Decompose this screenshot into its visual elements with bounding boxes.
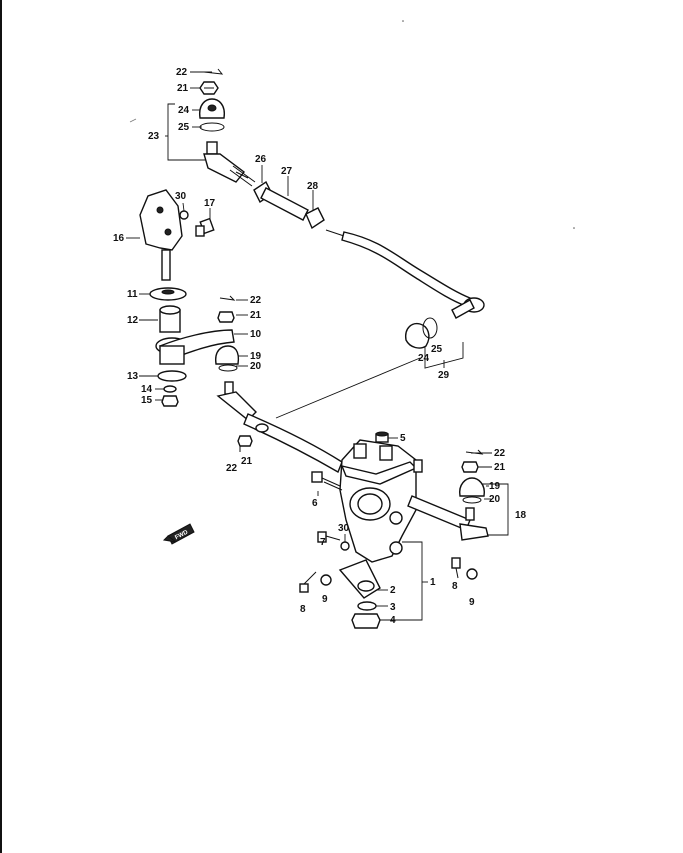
callout-24-right: 24 <box>418 353 430 364</box>
idler-bracket-16 <box>139 189 183 281</box>
callout-9-right: 9 <box>469 597 475 608</box>
washer-9-right <box>466 568 478 580</box>
callout-14: 14 <box>141 384 153 395</box>
callout-22-top: 22 <box>176 67 188 78</box>
callout-20-right: 20 <box>489 494 501 505</box>
castle-nut-21-mid <box>217 311 235 323</box>
steering-gearbox-1 <box>339 439 423 563</box>
callout-29: 29 <box>438 370 450 381</box>
callout-21-lower: 21 <box>241 456 253 467</box>
callout-21-mid: 21 <box>250 310 262 321</box>
idler-arm-10 <box>155 329 235 365</box>
clip-ring-25-top <box>199 122 225 132</box>
callout-4: 4 <box>390 615 396 626</box>
callout-22-mid: 22 <box>250 295 262 306</box>
clip-ring-20-right <box>462 496 482 504</box>
callout-3: 3 <box>390 602 396 613</box>
castle-nut-21-right <box>461 461 479 473</box>
callout-labels: 22 21 24 25 23 26 27 28 30 17 16 11 22 2… <box>113 67 527 626</box>
callout-2: 2 <box>390 585 396 596</box>
callout-16: 16 <box>113 233 125 244</box>
center-link <box>216 381 343 474</box>
bolt-7 <box>317 531 341 543</box>
washer-13 <box>157 370 187 382</box>
adjust-sleeves-26-27-28 <box>253 180 325 230</box>
tie-rod-end-23 <box>203 141 256 187</box>
castle-nut-21-lower <box>237 435 253 447</box>
callout-12: 12 <box>127 315 139 326</box>
callout-17: 17 <box>204 198 216 209</box>
washer-9-left <box>320 574 332 586</box>
dust-boot-24-top <box>198 98 226 119</box>
dust-boot-19-mid <box>214 345 240 365</box>
forward-arrow-icon: FWD <box>162 523 195 545</box>
callout-24-top: 24 <box>178 105 190 116</box>
nut-15 <box>161 395 179 407</box>
callout-7: 7 <box>320 537 326 548</box>
callout-22-lower: 22 <box>226 463 238 474</box>
callout-11: 11 <box>127 289 138 300</box>
callout-23: 23 <box>148 131 160 142</box>
cotter-pin-22-mid <box>219 295 236 301</box>
clip-ring-25-right <box>422 317 438 339</box>
callout-18: 18 <box>515 510 527 521</box>
dust-boot-19-right <box>458 477 486 497</box>
bushing-11 <box>149 287 187 301</box>
clip-ring-20-mid <box>218 364 238 372</box>
callout-30-top: 30 <box>175 191 187 202</box>
scan-specks <box>129 20 575 229</box>
cotter-pin-22-right <box>465 449 484 455</box>
callout-5: 5 <box>400 433 406 444</box>
tie-rod-29 <box>325 229 485 319</box>
cotter-pin-22-top <box>203 68 224 75</box>
callout-15: 15 <box>141 395 153 406</box>
callout-25-right: 25 <box>431 344 443 355</box>
bolt-17 <box>195 217 215 237</box>
washer-14 <box>163 385 177 393</box>
callout-8-right: 8 <box>452 581 458 592</box>
nut-4 <box>351 613 381 629</box>
callout-1: 1 <box>430 577 436 588</box>
bolt-6 <box>311 471 343 491</box>
callout-9-left: 9 <box>322 594 328 605</box>
callout-10: 10 <box>250 329 262 340</box>
bolt-8-right <box>451 557 461 579</box>
callout-25-top: 25 <box>178 122 190 133</box>
callout-19-right: 19 <box>489 481 501 492</box>
callout-22-right: 22 <box>494 448 506 459</box>
bushing-12 <box>159 305 181 333</box>
washer-30-top <box>179 210 189 220</box>
callout-26: 26 <box>255 154 267 165</box>
callout-8-left: 8 <box>300 604 306 615</box>
callout-19-mid: 19 <box>250 351 262 362</box>
castle-nut-21-top <box>199 81 219 95</box>
callout-13: 13 <box>127 371 139 382</box>
callout-21-right: 21 <box>494 462 506 473</box>
callout-30-lower: 30 <box>338 523 350 534</box>
pitman-arm-2 <box>338 559 381 599</box>
bolt-8-left <box>299 571 317 593</box>
callout-28: 28 <box>307 181 319 192</box>
callout-21-top: 21 <box>177 83 189 94</box>
washer-30-lower <box>340 541 350 551</box>
tie-rod-18 <box>407 495 489 541</box>
plug-5 <box>375 431 389 443</box>
callout-6: 6 <box>312 498 318 509</box>
callout-20-mid: 20 <box>250 361 262 372</box>
callout-27: 27 <box>281 166 293 177</box>
lock-washer-3 <box>357 601 377 611</box>
